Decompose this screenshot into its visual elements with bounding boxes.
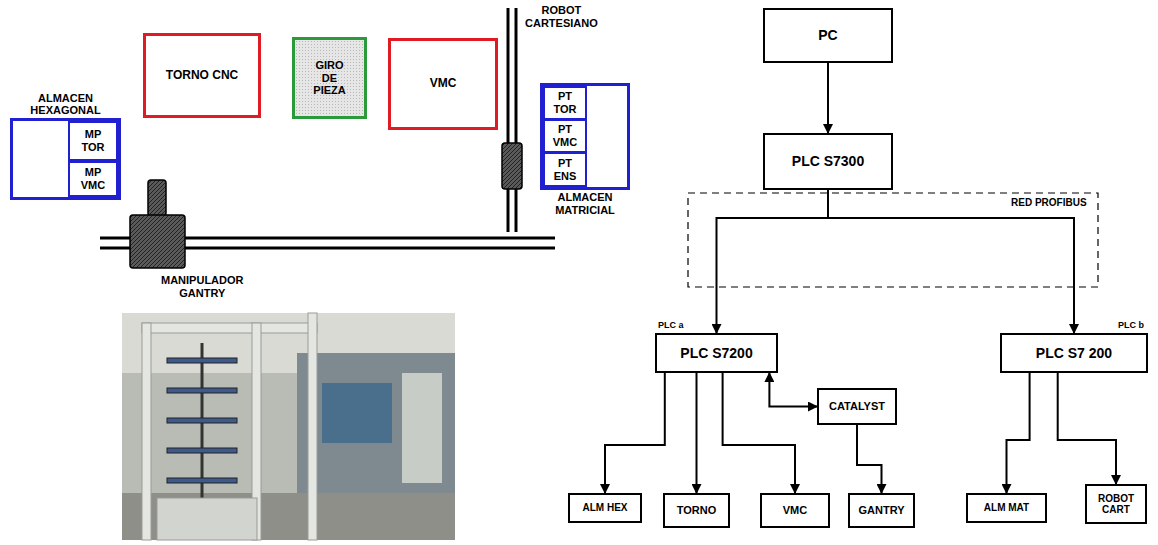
process-box: ROBOT CART bbox=[1085, 484, 1147, 524]
storage-slot: PT VMC bbox=[543, 119, 587, 153]
heading-holder: ALMACEN MATRICIAL bbox=[543, 191, 627, 216]
gantry-rail bbox=[100, 180, 555, 268]
node-label: CATALYST bbox=[829, 400, 885, 413]
connector-arrow bbox=[1007, 373, 1030, 493]
node-label: GIRO DE PIEZA bbox=[313, 59, 345, 97]
node-label: ALM MAT bbox=[984, 502, 1029, 514]
node-label: PT ENS bbox=[554, 157, 577, 182]
node-label: ALM HEX bbox=[583, 502, 628, 514]
process-box: PLC S7200 bbox=[655, 333, 778, 373]
node-label: MP VMC bbox=[81, 166, 105, 191]
storage-slot: PT ENS bbox=[543, 152, 587, 187]
photo-ground bbox=[122, 313, 455, 540]
node-label: PLC S7200 bbox=[680, 345, 752, 361]
robot-carriage bbox=[502, 143, 522, 189]
gantry-label: MANIPULADOR GANTRY bbox=[160, 274, 245, 299]
node-label: PLC S7300 bbox=[792, 153, 864, 169]
node-label: PLC S7 200 bbox=[1036, 345, 1112, 361]
heading-holder: ALMACEN HEXAGONAL bbox=[13, 92, 118, 117]
node-label: GANTRY bbox=[858, 504, 904, 517]
photo-floor bbox=[122, 493, 455, 540]
photo-machine bbox=[297, 353, 455, 493]
node-heading: ALMACEN MATRICIAL bbox=[555, 191, 615, 216]
storage-slot: MP TOR bbox=[68, 121, 118, 161]
connector-arrow bbox=[857, 425, 882, 493]
photo-machine-panel bbox=[402, 373, 442, 483]
machine-box: VMC bbox=[388, 38, 498, 130]
robot-rail bbox=[502, 8, 522, 232]
station-box: GIRO DE PIEZA bbox=[292, 37, 367, 119]
connector-arrow bbox=[769, 373, 817, 407]
connector-arrow bbox=[723, 373, 795, 493]
photo bbox=[122, 313, 455, 540]
node-label: MP TOR bbox=[81, 128, 104, 153]
process-box: GANTRY bbox=[848, 493, 915, 528]
storage-box: ALMACEN MATRICIALPT TORPT VMCPT ENS bbox=[540, 83, 630, 190]
node-label: ROBOT CART bbox=[1098, 493, 1134, 516]
process-box: TORNO bbox=[663, 493, 730, 528]
node-heading: ALMACEN HEXAGONAL bbox=[30, 92, 100, 117]
process-box: ALM HEX bbox=[568, 493, 642, 523]
process-box: PLC S7300 bbox=[763, 133, 893, 190]
process-box: PLC S7 200 bbox=[1000, 333, 1148, 373]
connector-arrow bbox=[605, 373, 665, 493]
connector-arrow bbox=[827, 63, 829, 133]
node-label: VMC bbox=[430, 77, 457, 91]
connector-arrow bbox=[1058, 373, 1116, 484]
node-label: TORNO CNC bbox=[166, 69, 238, 83]
connector-arrow bbox=[828, 190, 1074, 333]
plc-tag: PLC b bbox=[1117, 320, 1145, 330]
gantry-arm bbox=[148, 180, 166, 216]
photo-frame bbox=[308, 313, 317, 540]
photo-frame bbox=[142, 323, 151, 540]
node-label: TORNO bbox=[677, 504, 717, 517]
photo-base bbox=[157, 498, 257, 540]
photo-shelves bbox=[167, 358, 237, 483]
storage-slot: MP VMC bbox=[68, 161, 118, 197]
node-label: PT VMC bbox=[553, 123, 577, 148]
storage-slot: PT TOR bbox=[543, 86, 587, 120]
plc-tag: PLC a bbox=[657, 320, 685, 330]
node-label: VMC bbox=[783, 504, 807, 517]
machine-box: TORNO CNC bbox=[143, 33, 261, 118]
photo-frame bbox=[142, 323, 317, 333]
photo-shaft bbox=[201, 343, 204, 513]
profibus-frame bbox=[688, 193, 1098, 287]
network-label: RED PROFIBUS bbox=[1010, 197, 1088, 209]
process-box: PC bbox=[763, 8, 893, 63]
node-label: PT TOR bbox=[553, 90, 576, 115]
process-box: ALM MAT bbox=[966, 493, 1047, 523]
rail-line bbox=[507, 8, 510, 232]
robot-label: ROBOT CARTESIANO bbox=[524, 4, 599, 29]
connector-arrow bbox=[696, 373, 698, 493]
gantry-carriage bbox=[130, 215, 185, 268]
storage-box: ALMACEN HEXAGONALMP TORMP VMC bbox=[10, 118, 121, 200]
process-box: VMC bbox=[760, 493, 830, 528]
photo-machine-window bbox=[322, 383, 392, 443]
connector-arrow bbox=[717, 190, 829, 333]
node-label: PC bbox=[818, 27, 837, 43]
process-box: CATALYST bbox=[817, 388, 897, 425]
rail-line bbox=[515, 8, 518, 232]
